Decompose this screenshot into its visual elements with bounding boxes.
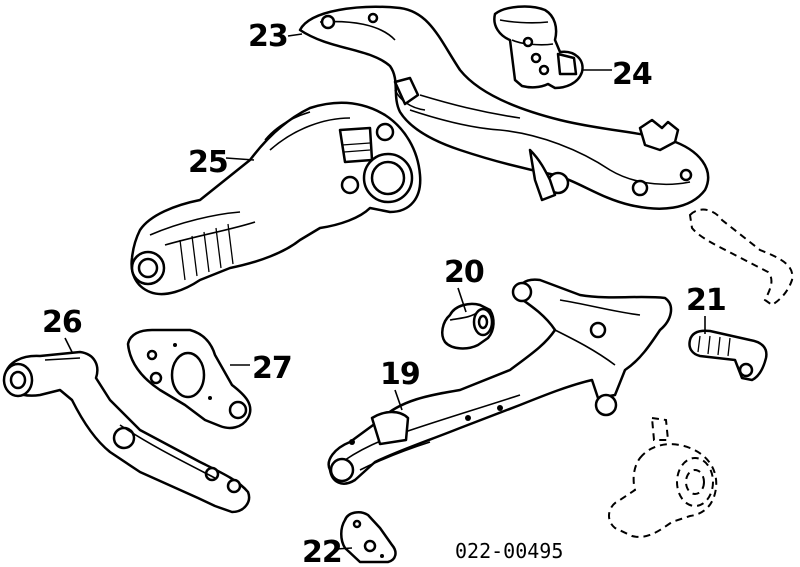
diagram-code: 022-00495 (455, 539, 563, 563)
part-22-small-bracket (340, 511, 397, 564)
part-23-dashed-bolt (688, 208, 794, 307)
callout-23: 23 (248, 19, 288, 54)
part-27-bracket-plate (126, 328, 252, 430)
callout-19: 19 (380, 357, 420, 392)
callout-20: 20 (444, 255, 484, 290)
part-21-bolt (688, 329, 768, 382)
part-19-trailing-arm (327, 278, 673, 485)
callout-25: 25 (188, 145, 228, 180)
part-23-crossmember (298, 5, 710, 210)
callout-21: 21 (686, 283, 726, 318)
part-26-lateral-link (2, 350, 251, 514)
callout-27: 27 (252, 351, 292, 386)
callout-24: 24 (612, 57, 652, 92)
part-25-differential-carrier (130, 101, 422, 296)
callout-26: 26 (42, 305, 82, 340)
part-19-dashed-hub (608, 416, 718, 538)
part-20-bushing (441, 302, 495, 350)
leader-lines (64, 33, 706, 550)
part-24-mount-bracket (493, 5, 584, 90)
callout-22: 22 (302, 535, 342, 567)
